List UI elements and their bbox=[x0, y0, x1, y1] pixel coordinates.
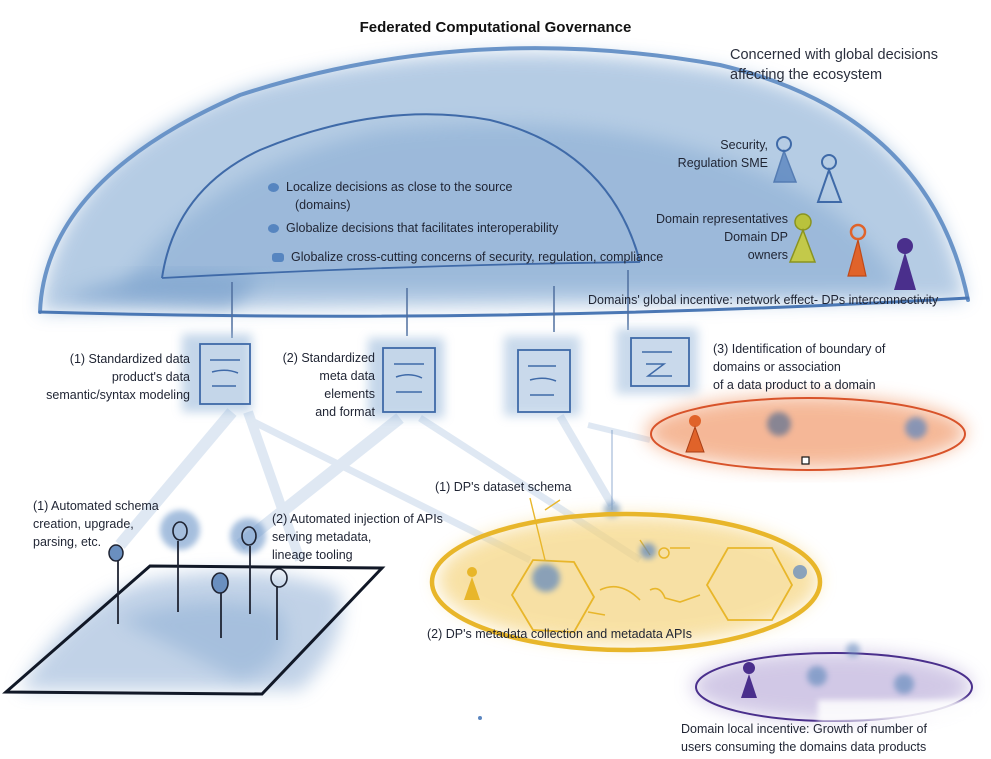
global-note: Concerned with global decisions affectin… bbox=[730, 47, 938, 83]
platform-plane bbox=[2, 510, 386, 696]
role-security-label: Security, Regulation SME bbox=[677, 138, 768, 170]
document-icon-domain-boundary bbox=[616, 328, 698, 394]
bullet-icon bbox=[272, 253, 284, 262]
hexagon-icon bbox=[705, 547, 794, 621]
pin-icon bbox=[211, 572, 229, 638]
bullet-icon bbox=[268, 224, 279, 233]
hexagon-icon bbox=[510, 559, 596, 633]
automation-schema: (1) Automated schema creation, upgrade, … bbox=[33, 499, 159, 549]
principle-localize: Localize decisions as close to the sourc… bbox=[268, 178, 513, 214]
person-icon-purple bbox=[894, 238, 916, 290]
pin-icon bbox=[270, 568, 288, 640]
document-icon-semantic-model bbox=[182, 334, 252, 412]
global-incentive: Domains' global incentive: network effec… bbox=[588, 293, 939, 307]
principle-cross-cutting: Globalize cross-cutting concerns of secu… bbox=[272, 248, 663, 266]
person-icon-orange bbox=[847, 223, 867, 277]
dp-schema-label: (1) DP's dataset schema bbox=[435, 480, 572, 494]
person-icon-orange-domain bbox=[685, 415, 705, 453]
data-product-yellow bbox=[429, 497, 823, 720]
pin-icon bbox=[108, 544, 124, 624]
policy-metadata-format: (2) Standardized meta data elements and … bbox=[282, 351, 375, 419]
principle-interoperability: Globalize decisions that facilitates int… bbox=[268, 219, 558, 237]
person-icon-green bbox=[788, 213, 817, 263]
dp-metadata-label: (2) DP's metadata collection and metadat… bbox=[427, 627, 693, 641]
pin-icon bbox=[160, 510, 200, 612]
person-icon-yellow bbox=[464, 567, 480, 600]
automation-apis: (2) Automated injection of APIs serving … bbox=[272, 512, 443, 562]
domain-orange bbox=[646, 396, 966, 471]
policy-semantic-modeling: (1) Standardized data product's data sem… bbox=[46, 352, 190, 402]
role-domain-label: Domain representatives Domain DP owners bbox=[655, 212, 788, 262]
document-icon-data-product bbox=[504, 336, 580, 416]
local-incentive: Domain local incentive: Growth of number… bbox=[681, 722, 927, 754]
global-dome bbox=[38, 46, 970, 338]
person-icon-security-2 bbox=[816, 154, 843, 203]
pin-icon bbox=[230, 518, 266, 614]
person-icon-purple-domain bbox=[741, 662, 757, 698]
document-icon-metadata-format bbox=[368, 338, 444, 418]
policy-domain-boundary: (3) Identification of boundary of domain… bbox=[713, 342, 886, 392]
domain-purple bbox=[692, 643, 978, 722]
bullet-icon bbox=[268, 183, 279, 192]
person-icon-security-1 bbox=[772, 136, 798, 183]
diagram-title: Federated Computational Governance bbox=[359, 19, 632, 36]
